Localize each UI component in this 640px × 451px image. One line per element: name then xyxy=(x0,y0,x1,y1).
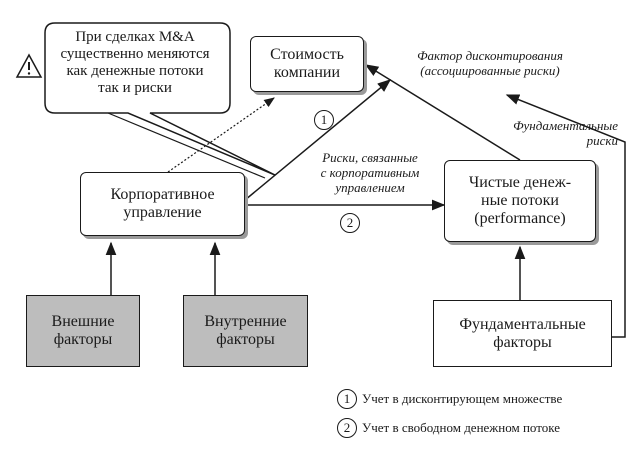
legend-text-2: Учет в свободном денежном потоке xyxy=(362,420,561,435)
route-marker-2: 2 xyxy=(340,213,360,233)
fundamental-factors-box: Фундаментальные факторы xyxy=(433,300,612,367)
warning-icon xyxy=(15,53,43,78)
internal-factors-label: Внутренние факторы xyxy=(204,313,287,348)
arrow-cashflows-to-value xyxy=(364,64,521,161)
company-value-box: Стоимость компании xyxy=(250,36,364,92)
internal-factors-box: Внутренние факторы xyxy=(183,295,308,367)
net-cash-flows-box: Чистые денеж- ные потоки (performance) xyxy=(444,160,596,242)
external-factors-label: Внешние факторы xyxy=(51,313,115,348)
company-value-label: Стоимость компании xyxy=(270,46,344,81)
discount-factor-label: Фактор дисконтирования (ассоциированные … xyxy=(417,48,563,78)
fundamental-risks-path xyxy=(505,94,626,338)
legend-item-1: 1 Учет в дисконтирующем множестве xyxy=(337,388,562,410)
arrow-governance-to-value xyxy=(244,79,392,201)
net-cash-flows-label: Чистые денеж- ные потоки (performance) xyxy=(468,174,572,227)
legend-marker-1: 1 xyxy=(337,389,357,409)
corporate-governance-box: Корпоративное управление xyxy=(80,172,245,236)
fundamental-factors-label: Фундаментальные факторы xyxy=(459,315,586,351)
corporate-governance-label: Корпоративное управление xyxy=(110,186,215,221)
legend-marker-2: 2 xyxy=(337,418,357,438)
callout-text: При сделках M&A существенно меняются как… xyxy=(60,29,210,96)
callout-bubble xyxy=(44,22,276,176)
external-factors-box: Внешние факторы xyxy=(26,295,140,367)
route-marker-1: 1 xyxy=(314,110,334,130)
callout-pointer-line xyxy=(107,112,266,179)
legend-item-2: 2 Учет в свободном денежном потоке xyxy=(337,417,560,439)
dotted-link xyxy=(167,97,275,173)
fundamental-risks-label: Фундаментальные риски xyxy=(513,118,618,148)
legend-text-1: Учет в дисконтирующем множестве xyxy=(362,391,563,406)
governance-risks-label: Риски, связанные с корпоративным управле… xyxy=(320,150,420,195)
